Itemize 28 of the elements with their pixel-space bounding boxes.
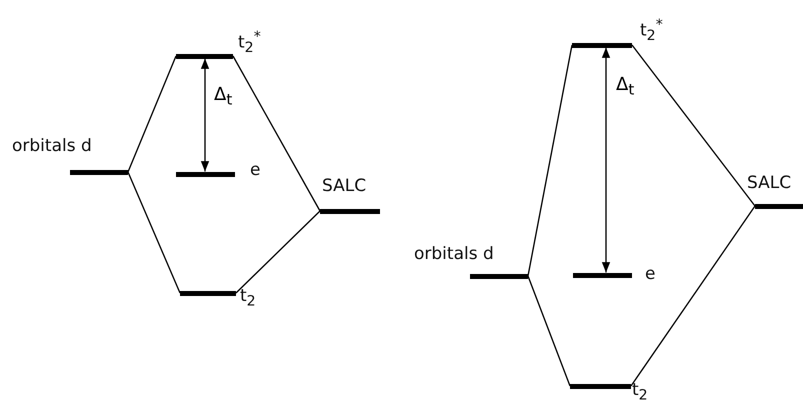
energy-level-bar [570,384,631,388]
level-label: t$_{2}$ [632,382,648,403]
level-label: e [645,266,656,283]
level-label: orbitals d [414,246,494,263]
level-label: t$_{2}$ [240,288,256,309]
energy-level-bar [320,208,380,214]
energy-level-bar [755,204,803,208]
energy-level-bar [573,272,632,278]
level-label: SALC [747,175,792,192]
level-label: orbitals d [12,138,92,155]
energy-level-bar [572,42,632,48]
energy-level-bar [470,274,528,278]
level-label: e [250,162,260,179]
correlation-line [236,210,320,294]
correlation-line [631,44,756,206]
energy-gap-arrow [602,48,610,272]
correlation-line [527,276,571,386]
energy-level-bar [176,172,235,176]
energy-level-bar [180,290,236,296]
energy-level-bar [70,170,128,174]
energy-level-bar [176,54,233,58]
correlation-line [127,56,177,172]
level-label: SALC [322,178,366,195]
correlation-line [232,56,321,212]
correlation-line [630,206,756,386]
correlation-line [527,44,573,276]
correlation-line [127,172,181,294]
energy-gap-arrow [200,58,210,172]
